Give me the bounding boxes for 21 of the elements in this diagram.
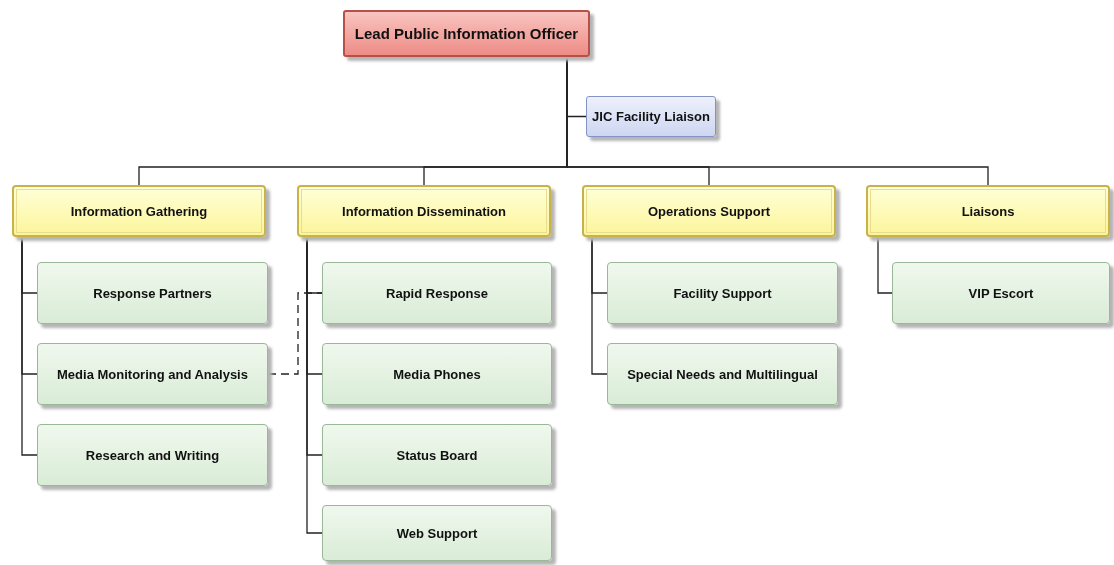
team-box: Research and Writing [37,424,268,486]
team-box: Media Phones [322,343,552,405]
team-box: Web Support [322,505,552,561]
section-box: Operations Support [582,185,836,237]
connector-line [591,236,608,375]
section-box: Information Dissemination [297,185,551,237]
team-box: VIP Escort [892,262,1110,324]
team-box: Special Needs and Multilingual [607,343,838,405]
team-box: Rapid Response [322,262,552,324]
team-box: Status Board [322,424,552,486]
connector-line [877,236,893,294]
team-box: Response Partners [37,262,268,324]
team-box: Facility Support [607,262,838,324]
connector-line [21,236,38,456]
team-box: Media Monitoring and Analysis [37,343,268,405]
officer-box: Lead Public Information Officer [343,10,590,57]
connector-line [306,236,323,534]
dashed-connector [267,292,323,375]
role-box: JIC Facility Liaison [586,96,716,137]
section-box: Information Gathering [12,185,266,237]
section-box: Liaisons [866,185,1110,237]
